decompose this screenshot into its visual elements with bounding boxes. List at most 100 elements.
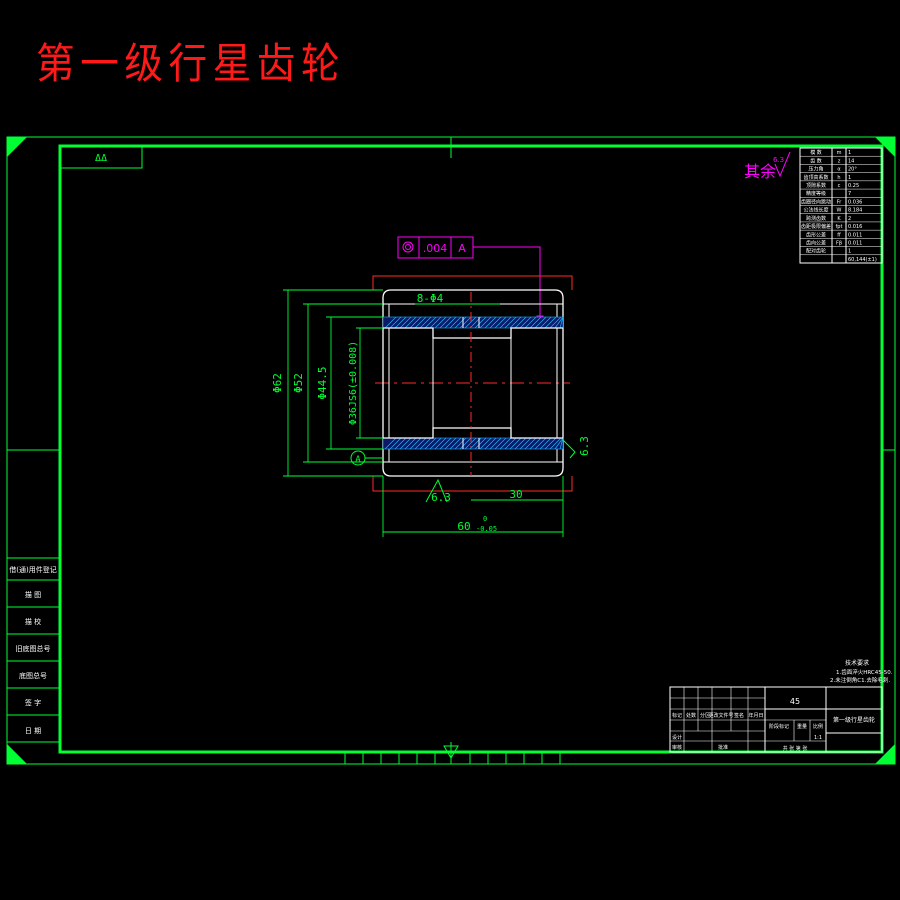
outer-frame	[6, 136, 896, 765]
param-cell: 齿向公差	[806, 239, 826, 246]
left-registration-column: 借(通)用件登记 描 图 描 校 旧底图总号 底图总号 签 字 日 期	[6, 557, 61, 743]
hatch-line	[394, 437, 407, 450]
hatch-line	[414, 437, 427, 450]
hatch-line	[464, 437, 477, 450]
param-cell: 20°	[848, 167, 857, 173]
dim-keyway: 8-Φ4	[417, 292, 444, 305]
param-cell: 齿距极限偏差	[801, 223, 831, 230]
tolerance-value: .004	[423, 242, 448, 255]
title-block-weight: 重量	[797, 723, 807, 730]
param-cell: α	[837, 167, 841, 173]
hatch-line	[504, 437, 517, 450]
hatch-line	[479, 316, 492, 329]
tech-req-line: 1.齿面淬火HRC45-50.	[836, 668, 893, 676]
hatch-line	[539, 437, 552, 450]
hatch-line	[519, 316, 532, 329]
param-cell: 14	[848, 158, 854, 164]
title-block-approve: 批准	[718, 744, 728, 751]
roughness-rest-value: 6.3	[773, 156, 784, 164]
drawing-title: 第一级行星齿轮	[36, 39, 346, 88]
title-block-header: 处数	[686, 712, 696, 719]
param-cell: 60,144(±1)	[848, 257, 877, 263]
title-block-header: 签名	[734, 712, 744, 719]
hatch-line	[404, 437, 417, 450]
hatch-line	[479, 437, 492, 450]
hatch-line	[404, 316, 417, 329]
dim-phi62: Φ62	[271, 373, 284, 393]
param-cell: 0.25	[848, 183, 859, 189]
hatch-line	[504, 316, 517, 329]
hatch-line	[444, 316, 457, 329]
hatch-line	[484, 437, 497, 450]
hatch-line	[384, 316, 397, 329]
param-cell: z	[838, 158, 841, 164]
hatch-band-top	[382, 316, 564, 329]
left-col-label: 描 图	[25, 590, 41, 599]
param-cell: h	[837, 175, 840, 181]
hatch-line	[519, 437, 532, 450]
param-cell: c	[838, 183, 841, 189]
param-cell: ff	[837, 232, 841, 238]
param-cell: 齿顶高系数	[803, 174, 828, 181]
tolerance-datum: A	[458, 242, 466, 255]
title-block-sheet: 共 张 第 张	[783, 745, 808, 752]
hatch-line	[444, 437, 457, 450]
title-block-header: 更改文件号	[708, 712, 733, 719]
geometric-tolerance-frame: .004 A	[397, 236, 544, 326]
hatch-line	[549, 316, 562, 329]
left-col-label: 旧底图总号	[16, 644, 51, 653]
dim-width-tol-lower: -0.05	[476, 525, 497, 533]
corner-mark-br	[875, 744, 895, 764]
code-box	[59, 145, 143, 169]
roughness-right-symbol	[562, 439, 576, 459]
dim-half: 30	[509, 488, 522, 501]
left-col-label: 日 期	[25, 727, 41, 735]
hatch-band-bottom	[382, 437, 564, 450]
hatch-line	[474, 437, 487, 450]
dim-width-tol-upper: 0	[483, 515, 487, 523]
hatch-line	[554, 437, 564, 450]
corner-mark-bl	[7, 744, 27, 764]
dim-phi52: Φ52	[292, 373, 305, 393]
gear-section-view	[382, 289, 564, 477]
roughness-bottom-symbol	[425, 478, 448, 503]
hatch-line	[389, 437, 402, 450]
hatch-line	[529, 316, 542, 329]
dim-phi44: Φ44.5	[316, 366, 329, 399]
corner-mark-tr	[875, 137, 895, 157]
param-cell: 7	[848, 191, 851, 197]
param-cell: 配对齿轮	[806, 248, 826, 255]
dim-rough-right: 6.3	[578, 436, 591, 456]
param-cell: W	[837, 208, 842, 214]
param-cell: 8.184	[848, 208, 862, 214]
hatch-line	[459, 437, 472, 450]
title-block-header: 年月日	[748, 712, 763, 719]
title-block-header: 分区	[700, 712, 710, 719]
dim-rough-bottom: 6.3	[431, 491, 451, 504]
param-cell: 0.016	[848, 224, 862, 230]
title-block: 45 第一级行星齿轮 阶段标记 重量 比例 1:1 共 张 第 张 标记 处数 …	[669, 686, 883, 753]
hatch-line	[399, 437, 412, 450]
roughness-symbol	[774, 151, 791, 178]
hatch-line	[464, 316, 477, 329]
param-cell: fpt	[836, 224, 843, 230]
hatch-line	[529, 437, 542, 450]
hatch-line	[489, 316, 502, 329]
param-cell: 模 数	[810, 149, 822, 156]
title-block-header: 标记	[672, 712, 682, 719]
param-cell: 0.011	[848, 232, 862, 238]
hatch-line	[499, 437, 512, 450]
hatch-line	[409, 437, 422, 450]
title-block-material: 45	[790, 697, 800, 706]
hatch-line	[454, 437, 467, 450]
param-cell: Fβ	[836, 240, 842, 246]
title-block-review: 审核	[672, 744, 682, 751]
title-block-design: 设计	[672, 734, 682, 741]
hatch-line	[399, 316, 412, 329]
param-cell: Fr	[837, 199, 843, 205]
param-cell: 1	[848, 150, 851, 156]
hatch-line	[419, 437, 432, 450]
hatch-line	[419, 316, 432, 329]
